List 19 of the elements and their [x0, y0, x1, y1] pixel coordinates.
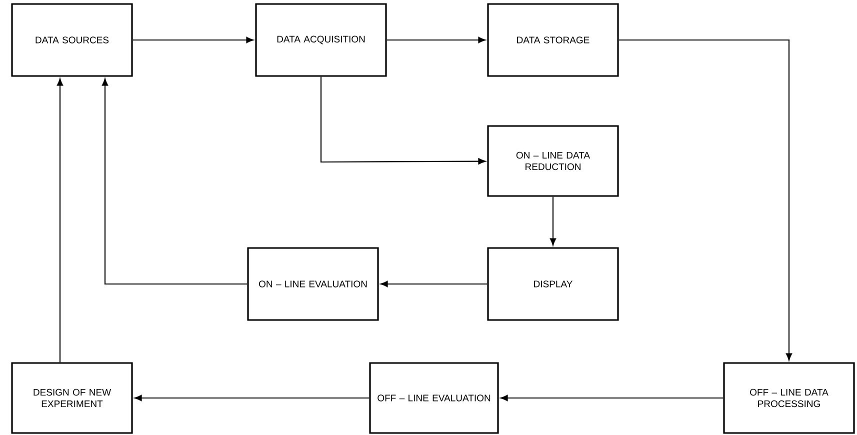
arrow	[618, 39, 792, 361]
process-box: ON – LINE DATA REDUCTION	[487, 125, 619, 197]
arrow	[320, 76, 486, 164]
process-box: DATA SOURCES	[11, 3, 133, 77]
process-box: OFF – LINE DATA PROCESSING	[723, 362, 855, 434]
arrow	[134, 394, 370, 402]
process-box: DATA ACQUISITION	[255, 3, 387, 77]
process-box: DESIGN OF NEW EXPERIMENT	[11, 362, 133, 434]
arrow	[56, 78, 64, 362]
process-box: DATA STORAGE	[487, 3, 619, 77]
arrow	[550, 196, 556, 246]
process-box: DISPLAY	[487, 247, 619, 321]
arrow	[102, 78, 248, 285]
arrow	[380, 280, 488, 288]
arrow	[132, 36, 254, 44]
process-box: ON – LINE EVALUATION	[247, 247, 379, 321]
arrow	[500, 394, 724, 402]
process-box: OFF – LINE EVALUATION	[369, 362, 499, 434]
arrow	[386, 36, 486, 44]
